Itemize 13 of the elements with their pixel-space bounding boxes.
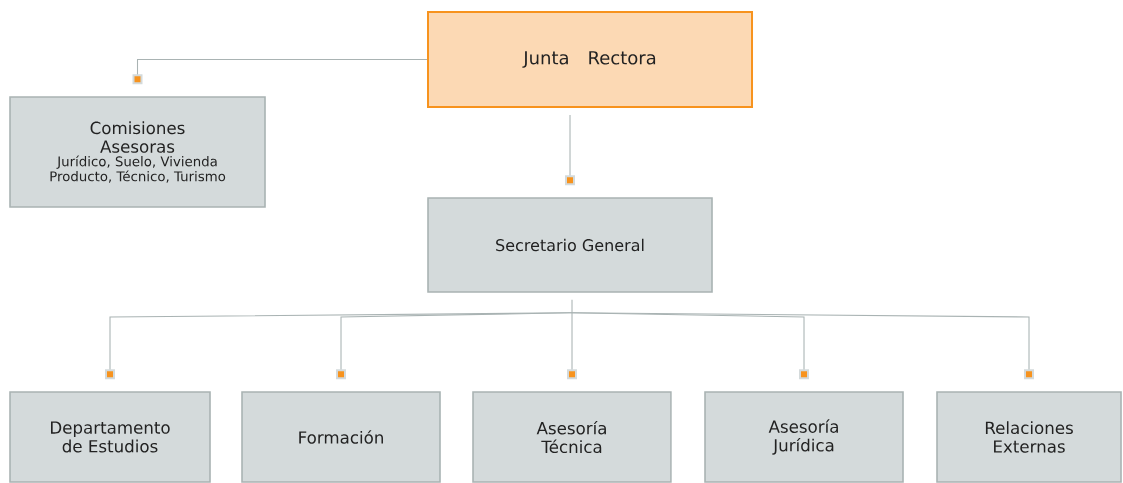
connector [336,312,571,380]
org-box: Comisiones Asesoras Jurídico, Suelo, Vivienda Producto, Técnico, Turismo [9,96,266,208]
org-box: Asesoría Jurídica [704,391,904,483]
org-box: Secretario General [427,197,713,293]
org-box: Asesoría Técnica [472,391,672,483]
org-box: Formación [241,391,441,483]
connector [132,58,428,85]
connector [565,114,575,186]
org-box: Departamento de Estudios [9,391,211,483]
header-box: Junta Rectora [427,11,753,108]
org-box: Relaciones Externas [936,391,1122,483]
connector [567,299,577,380]
connector [569,312,1034,380]
